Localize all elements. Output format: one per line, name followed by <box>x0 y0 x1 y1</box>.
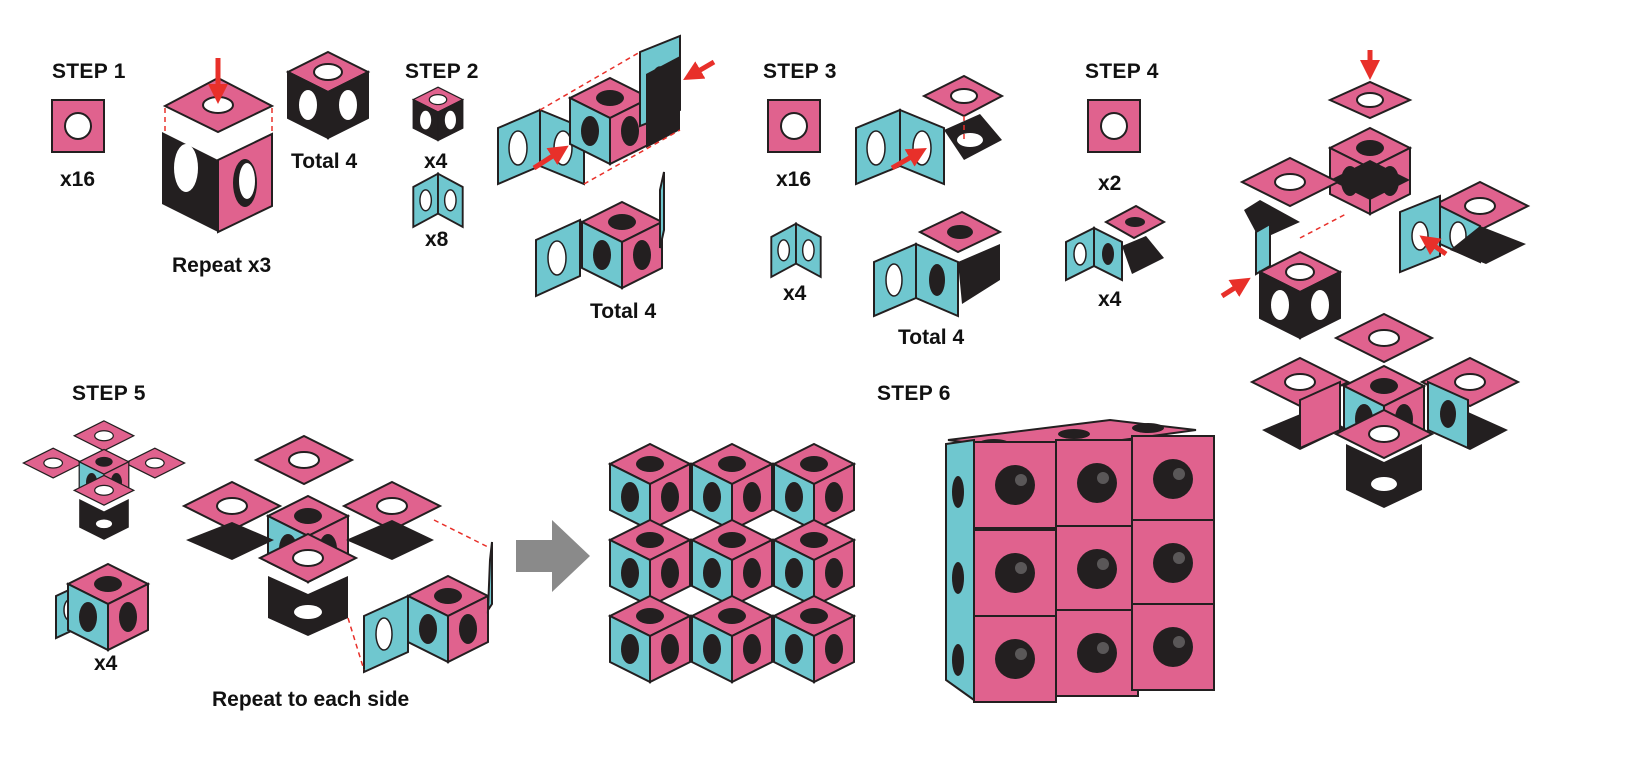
step-2-result <box>536 172 664 296</box>
step-6-label: STEP 6 <box>877 382 951 405</box>
square-panel <box>768 100 820 152</box>
step-2-total: Total 4 <box>590 300 656 323</box>
step-3-result <box>874 212 1000 316</box>
step-4-label: STEP 4 <box>1085 60 1159 83</box>
step-3-hinge-count: x4 <box>783 282 807 305</box>
step-1-cube <box>288 52 368 138</box>
step-5-repeat: Repeat to each side <box>212 688 409 711</box>
red-arrow-icon <box>690 62 714 76</box>
step-1-count: x16 <box>60 168 95 191</box>
step-5-assembly <box>184 436 492 672</box>
step-4-result <box>1252 314 1518 508</box>
step-2-cube-count: x4 <box>424 150 448 173</box>
step-4-assembly <box>1222 50 1528 338</box>
step-3-total: Total 4 <box>898 326 964 349</box>
red-arrow-icon <box>1222 282 1244 296</box>
step-3-assembly <box>856 76 1002 184</box>
step-4-piece <box>1066 206 1164 280</box>
step-2-hinge-count: x8 <box>425 228 449 251</box>
step-5-piece <box>56 564 148 650</box>
step-3-count: x16 <box>776 168 811 191</box>
step-1-label: STEP 1 <box>52 60 126 83</box>
step-5-mini-assembly <box>23 421 184 540</box>
step-2-label: STEP 2 <box>405 60 479 83</box>
step-3-label: STEP 3 <box>763 60 837 83</box>
step-1-total: Total 4 <box>291 150 357 173</box>
step-2-assembly <box>498 36 714 184</box>
step-5-result <box>610 444 854 682</box>
step-4-count: x2 <box>1098 172 1121 195</box>
step-2-hinge <box>413 174 462 227</box>
step-1-repeat: Repeat x3 <box>172 254 271 277</box>
square-panel <box>1088 100 1140 152</box>
step-5-count: x4 <box>94 652 118 675</box>
step-2-cube <box>413 87 463 140</box>
step-5-label: STEP 5 <box>72 382 146 405</box>
square-panel <box>52 100 104 152</box>
next-arrow-icon <box>516 520 590 592</box>
step-6-assembly <box>946 420 1214 702</box>
step-1-assembly <box>162 58 272 232</box>
step-3-hinge <box>771 224 820 277</box>
step-4-hinge-count: x4 <box>1098 288 1122 311</box>
